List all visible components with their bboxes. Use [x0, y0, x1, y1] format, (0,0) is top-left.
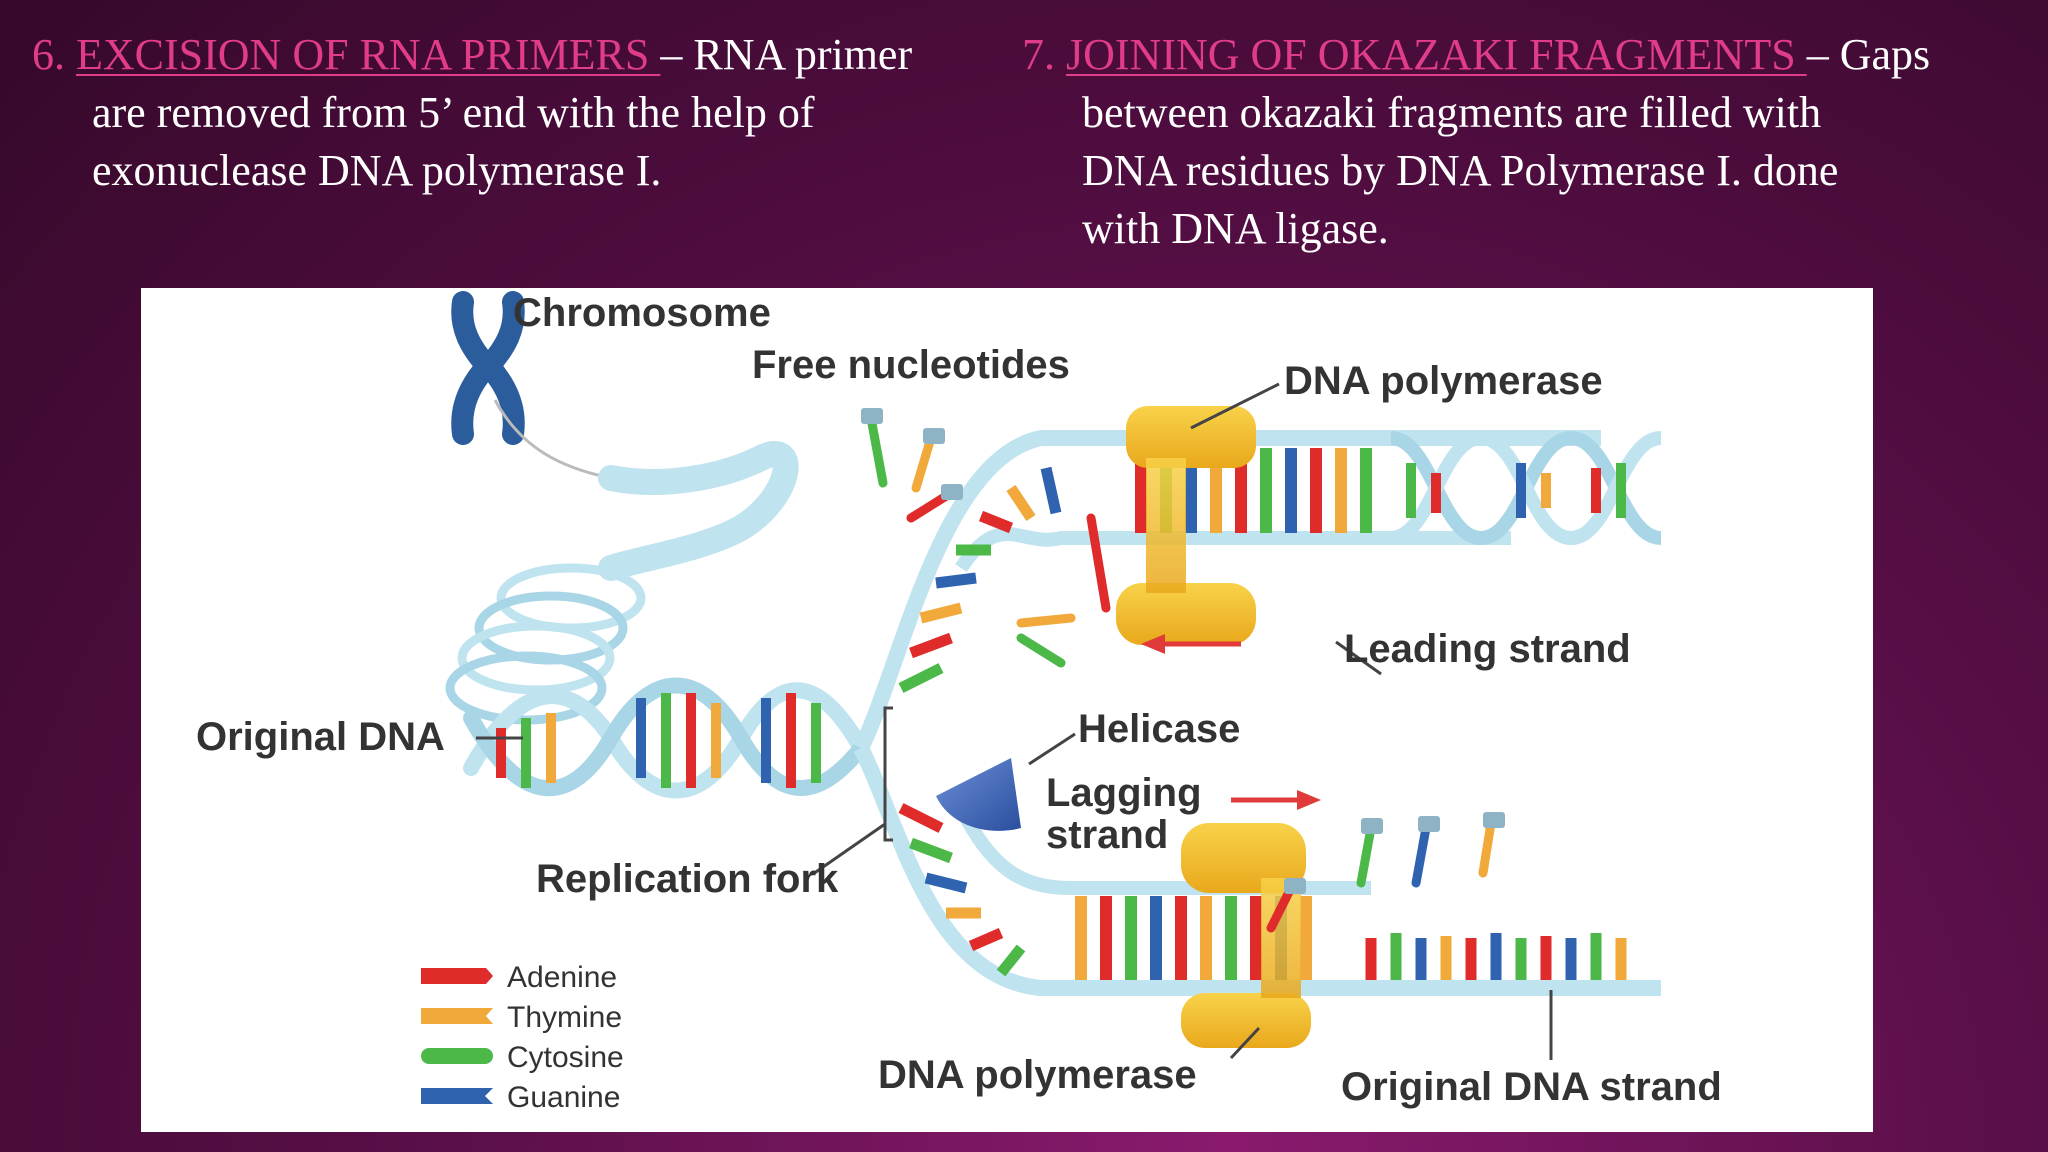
replication-fork-bracket — [812, 706, 893, 876]
dna-replication-diagram: Chromosome Free nucleotides DNA polymera… — [196, 291, 1722, 1114]
legend-label-guanine: Guanine — [507, 1081, 620, 1114]
original-dna-helix — [463, 677, 869, 799]
lagging-strand — [853, 744, 1661, 996]
leader-lines — [476, 382, 1553, 1060]
direction-arrows — [1141, 634, 1321, 810]
dna-replication-figure: Chromosome Free nucleotides DNA polymera… — [141, 288, 1873, 1132]
step-7-line-1: Gaps — [1839, 30, 1931, 79]
leading-strand — [853, 430, 1663, 752]
step-6-line-3: exonuclease DNA polymerase I. — [92, 146, 662, 195]
legend-swatch-adenine — [421, 968, 493, 984]
label-lagging-2: strand — [1046, 813, 1168, 857]
step-6-dash: – — [660, 30, 694, 79]
step-7-text: 7. JOINING OF OKAZAKI FRAGMENTS – Gaps b… — [1022, 26, 2022, 258]
step-6-number: 6. — [32, 30, 65, 79]
step-6-line-1: RNA primer — [693, 30, 913, 79]
step-6-line-2: are removed from 5’ end with the help of — [92, 88, 815, 137]
label-dna-polymerase-top: DNA polymerase — [1284, 359, 1603, 403]
label-chromosome: Chromosome — [513, 291, 771, 335]
dna-polymerase-bottom — [1181, 823, 1311, 1048]
label-replication-fork: Replication fork — [536, 857, 839, 901]
dna-polymerase-top — [1116, 406, 1256, 645]
step-6-text: 6. EXCISION OF RNA PRIMERS – RNA primer … — [32, 26, 1002, 200]
chromosome-icon — [451, 291, 612, 480]
label-original-dna: Original DNA — [196, 715, 445, 759]
step-7-dash: – — [1806, 30, 1840, 79]
legend-label-cytosine: Cytosine — [507, 1041, 624, 1074]
label-free-nucleotides: Free nucleotides — [752, 343, 1070, 387]
label-lagging-1: Lagging — [1046, 771, 1202, 815]
step-6-heading: 6. EXCISION OF RNA PRIMERS – RNA primer — [32, 26, 1002, 84]
helicase-icon — [936, 758, 1021, 831]
legend-label-adenine: Adenine — [507, 961, 617, 994]
legend: Adenine Thymine Cytosine Guanine — [421, 961, 624, 1114]
step-7-term: JOINING OF OKAZAKI FRAGMENTS — [1066, 30, 1807, 79]
step-7-heading: 7. JOINING OF OKAZAKI FRAGMENTS – Gaps — [1022, 26, 2022, 84]
free-nucleotides — [861, 408, 1505, 933]
legend-swatch-thymine — [421, 1008, 493, 1024]
legend-swatch-cytosine — [421, 1048, 493, 1064]
legend-label-thymine: Thymine — [507, 1001, 622, 1034]
step-7-line-2: between okazaki fragments are filled wit… — [1082, 88, 1822, 137]
label-helicase: Helicase — [1078, 707, 1240, 751]
chromatin-coil — [445, 441, 799, 725]
step-7-line-3: DNA residues by DNA Polymerase I. done — [1082, 146, 1839, 195]
step-7-line-4: with DNA ligase. — [1082, 204, 1389, 253]
label-leading-strand: Leading strand — [1344, 627, 1631, 671]
step-6-term: EXCISION OF RNA PRIMERS — [76, 30, 661, 79]
legend-swatch-guanine — [421, 1088, 493, 1104]
step-7-number: 7. — [1022, 30, 1055, 79]
label-original-dna-strand: Original DNA strand — [1341, 1065, 1722, 1109]
label-dna-polymerase-bottom: DNA polymerase — [878, 1053, 1197, 1097]
